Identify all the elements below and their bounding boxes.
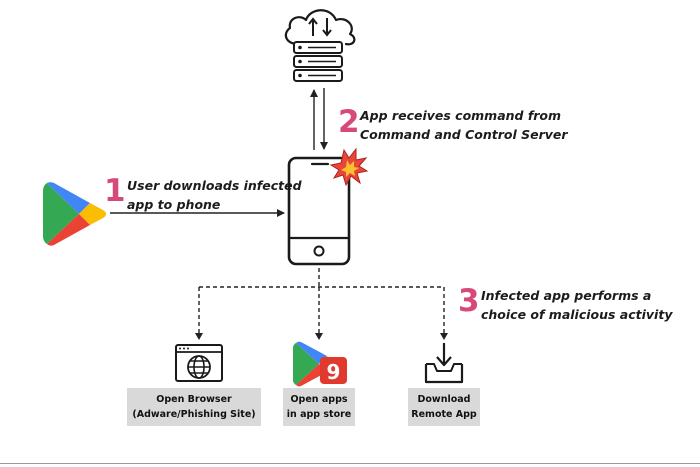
step-1-line-1: User downloads infected [127, 178, 302, 193]
outcome-3-line-1: Download [417, 394, 471, 405]
outcome-open-apps-label: Open apps in app store [283, 388, 355, 426]
step-2-description: App receives command from Command and Co… [360, 106, 568, 144]
app-store-9apps-icon: 9 [293, 341, 347, 387]
download-tray-icon [424, 343, 464, 384]
bottom-divider [0, 463, 700, 464]
store-badge-number: 9 [327, 360, 341, 384]
outcome-3-line-2: Remote App [411, 409, 477, 420]
outcome-open-browser-label: Open Browser (Adware/Phishing Site) [127, 388, 261, 426]
branch-arrowhead-store [315, 333, 323, 340]
step-2-number: 2 [338, 104, 360, 140]
step-2-line-2: Command and Control Server [360, 127, 568, 142]
step-1-number: 1 [104, 173, 126, 209]
step-3-description: Infected app performs a choice of malici… [481, 286, 672, 324]
outcome-download-app-label: Download Remote App [408, 388, 480, 426]
branch-arrowhead-download [440, 333, 448, 340]
branch-connectors [198, 268, 445, 334]
cloud-server-icon [284, 9, 356, 82]
google-play-icon [43, 182, 106, 246]
step-3-number: 3 [458, 283, 480, 319]
browser-globe-icon [175, 344, 223, 382]
step-2-line-1: App receives command from [360, 108, 562, 123]
infection-burst-icon [329, 147, 369, 187]
step-3-line-1: Infected app performs a [481, 288, 652, 303]
step-1-line-2: app to phone [127, 197, 221, 212]
server-rack-icon [293, 41, 343, 82]
step-3-line-2: choice of malicious activity [481, 307, 673, 322]
step-1-description: User downloads infected app to phone [127, 176, 302, 214]
outcome-1-line-2: (Adware/Phishing Site) [132, 409, 256, 420]
outcome-1-line-1: Open Browser [156, 394, 232, 405]
outcome-2-line-1: Open apps [290, 394, 348, 405]
smartphone-icon [287, 156, 351, 266]
branch-arrowhead-browser [195, 333, 203, 340]
outcome-2-line-2: in app store [286, 409, 352, 420]
